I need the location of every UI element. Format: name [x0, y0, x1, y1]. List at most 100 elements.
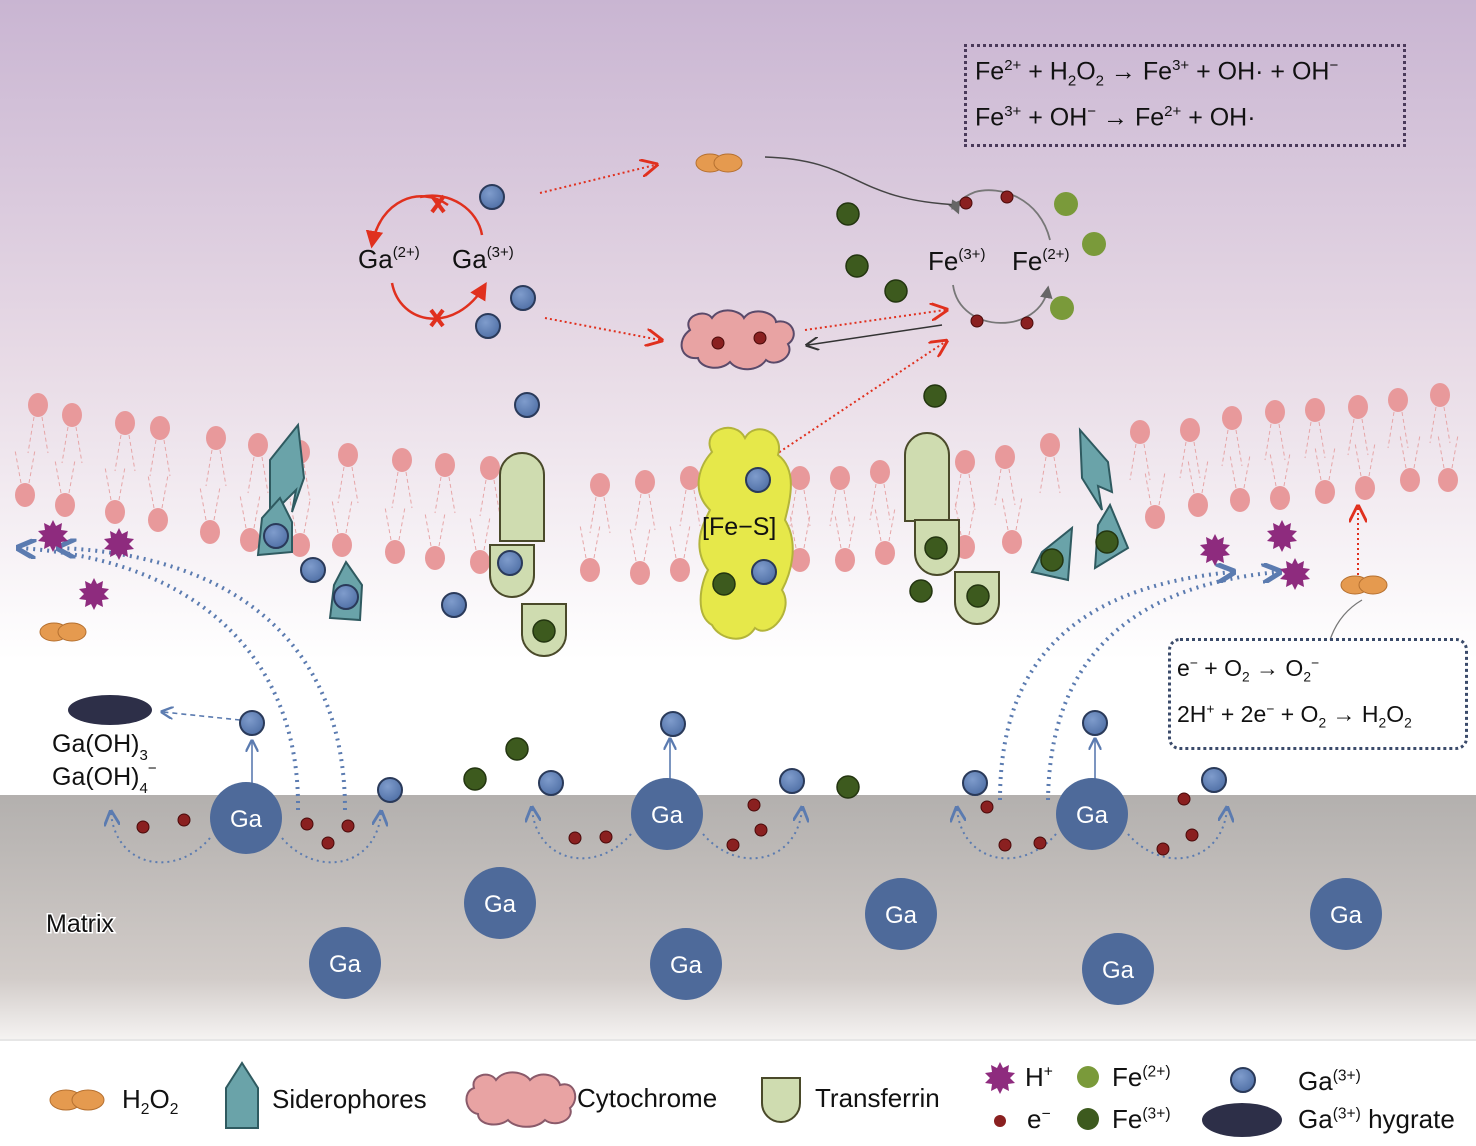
lipid-head [200, 520, 220, 544]
lipid-head [1305, 398, 1325, 422]
ga3-ion [751, 559, 777, 585]
fe2-ion [1082, 232, 1106, 256]
ga-hydrate-particle [68, 695, 152, 725]
lipid-head [630, 561, 650, 585]
ga3-ion [333, 584, 359, 610]
fenton-equation-2: Fe3+ + OH− → Fe2+ + OH· [975, 103, 1256, 132]
lipid-head [590, 473, 610, 497]
ga-redox-cycle: Ga(2+) Ga(3+) [358, 194, 514, 328]
ga-atom: Ga [1082, 933, 1154, 1005]
lipid-head [870, 460, 890, 484]
fe3-ion [505, 737, 529, 761]
ga3-ion [497, 550, 523, 576]
ga-atom: Ga [631, 778, 703, 850]
cytochrome [680, 309, 795, 371]
electron [1156, 842, 1170, 856]
ga-atom-label: Ga [329, 951, 362, 978]
fe3-ion [1040, 548, 1064, 572]
fe3-ion [532, 619, 556, 643]
lipid-head [670, 558, 690, 582]
lipid-head [955, 450, 975, 474]
lipid-head [470, 550, 490, 574]
electron [599, 830, 613, 844]
ga-atom-label: Ga [651, 802, 684, 829]
electron [177, 813, 191, 827]
legend-cytochrome-label: Cytochrome [577, 1083, 718, 1113]
lipid-head [206, 426, 226, 450]
lipid-head [62, 403, 82, 427]
lipid-head [1438, 468, 1458, 492]
lipid-head [1188, 493, 1208, 517]
hydrate-label-2: Ga(OH)4− [52, 760, 157, 797]
electron [1033, 836, 1047, 850]
fenton-equation-1: Fe2+ + H2O2 → Fe3+ + OH· + OH− [975, 57, 1339, 90]
electron [998, 838, 1012, 852]
ga-atom: Ga [1056, 778, 1128, 850]
lipid-head [105, 500, 125, 524]
ga3-ion [377, 777, 403, 803]
ga3-ion [660, 711, 686, 737]
ga3-ion [514, 392, 540, 418]
fe3-ion [712, 572, 736, 596]
lipid-head [580, 558, 600, 582]
ga-atom-label: Ga [1330, 902, 1363, 929]
ga3-ion [962, 770, 988, 796]
fe3-ion [884, 279, 908, 303]
legend-electron-label: e− [1027, 1104, 1051, 1134]
proton [38, 520, 68, 552]
matrix-label: Matrix [46, 910, 115, 938]
lipid-head [995, 445, 1015, 469]
electron [136, 820, 150, 834]
lipid-head [1430, 383, 1450, 407]
ga-atom-label: Ga [484, 891, 517, 918]
electron [980, 800, 994, 814]
legend-siderophores-label: Siderophores [272, 1084, 427, 1114]
fe3-ion [924, 536, 948, 560]
blocked-x-icon [430, 194, 446, 214]
legend-siderophore-icon [225, 1061, 259, 1129]
lipid-head [1040, 433, 1060, 457]
lipid-head [435, 453, 455, 477]
fe3-ion [966, 584, 990, 608]
lipid-head [338, 443, 358, 467]
lipid-head [1355, 476, 1375, 500]
lipid-head [1230, 488, 1250, 512]
fes-label: [Fe−S] [702, 513, 776, 541]
hydrate-label-1: Ga(OH)3 [52, 730, 148, 764]
electron [568, 831, 582, 845]
electron [1000, 190, 1014, 204]
lipid-head [790, 466, 810, 490]
lipid-head [1222, 406, 1242, 430]
legend-ga3-icon [1230, 1067, 1256, 1093]
ga-atom-label: Ga [670, 952, 703, 979]
ga-atom: Ga [650, 928, 722, 1000]
electron [726, 838, 740, 852]
lipid-head [635, 470, 655, 494]
electron [753, 331, 767, 345]
lipid-head [150, 416, 170, 440]
blocked-x-icon [429, 308, 445, 328]
transferrin-channel [904, 432, 950, 522]
ga-atom: Ga [464, 867, 536, 939]
legend-fe2-label: Fe(2+) [1112, 1062, 1171, 1092]
ion-release-arrows [163, 712, 1095, 790]
fe3-ion [1095, 530, 1119, 554]
fenton-equations-box: Fe2+ + H2O2 → Fe3+ + OH· + OH− Fe3+ + OH… [964, 44, 1406, 147]
legend-transferrin-label: Transferrin [815, 1083, 940, 1113]
ga3-ion [779, 768, 805, 794]
ga3-ion [510, 285, 536, 311]
ga-atom-label: Ga [1102, 957, 1135, 984]
proton [104, 528, 134, 560]
lipid-head [830, 466, 850, 490]
fe3-ion [463, 767, 487, 791]
lipid-head [1388, 388, 1408, 412]
legend-fe3-icon [1077, 1108, 1099, 1130]
lipid-head [55, 493, 75, 517]
ga3-ion [239, 710, 265, 736]
transferrin-channel [499, 452, 545, 542]
lipid-head [148, 508, 168, 532]
ga3-label: Ga(3+) [452, 244, 514, 274]
lipid-head [480, 456, 500, 480]
siderophore [1078, 427, 1114, 511]
